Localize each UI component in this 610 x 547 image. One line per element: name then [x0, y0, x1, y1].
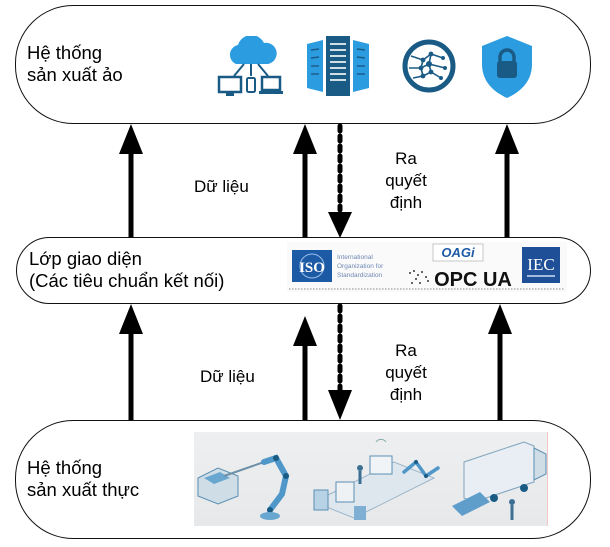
- assembly-line-illustration: [312, 438, 440, 520]
- cloud-network-icon: [217, 36, 283, 96]
- neural-network-globe-icon: [402, 39, 456, 93]
- server-rack-icon: [307, 36, 369, 96]
- robot-arm-illustration: [197, 454, 290, 520]
- lower-data-arrow-left: [119, 304, 143, 420]
- upper-data-arrow-left: [119, 124, 143, 237]
- lower-decision-label: Ra quyết định: [385, 341, 427, 404]
- oagi-mark: OAGi: [441, 245, 475, 260]
- iec-mark: IEC: [527, 255, 554, 274]
- iec-logo: IEC: [522, 247, 560, 283]
- opcua-mark: OPC UA: [434, 269, 512, 291]
- iso-logo: ISO International Organization for Stand…: [292, 250, 385, 282]
- physical-factory-illustration: [194, 432, 548, 526]
- upper-decision-label: Ra quyết định: [385, 149, 427, 212]
- upper-decision-arrow: [328, 123, 352, 238]
- upper-data-label: Dữ liệu: [194, 177, 249, 196]
- security-shield-lock-icon: [482, 36, 532, 98]
- upper-data-arrow-right: [495, 124, 519, 237]
- lower-data-arrow-right: [488, 304, 512, 420]
- virtual-system-label: Hệ thống sản xuất ảo: [27, 42, 123, 85]
- lower-data-label: Dữ liệu: [200, 367, 255, 386]
- physical-system-label: Hệ thống sản xuất thực: [27, 457, 140, 500]
- oagi-logo: OAGi: [432, 243, 484, 262]
- upper-data-arrow-center: [293, 124, 317, 237]
- lower-data-arrow-center: [293, 316, 317, 420]
- iso-mark: ISO: [299, 260, 325, 276]
- lower-decision-arrow: [328, 303, 352, 420]
- delivery-truck-illustration: [452, 441, 547, 520]
- interface-layer-label: Lớp giao diện (Các tiêu chuẩn kết nối): [29, 248, 225, 291]
- svg-text:International Organiza: International Organization for Standardi…: [337, 254, 385, 279]
- opcua-logo: OPC UA: [409, 269, 512, 291]
- standards-logos: ISO International Organization for Stand…: [287, 242, 567, 292]
